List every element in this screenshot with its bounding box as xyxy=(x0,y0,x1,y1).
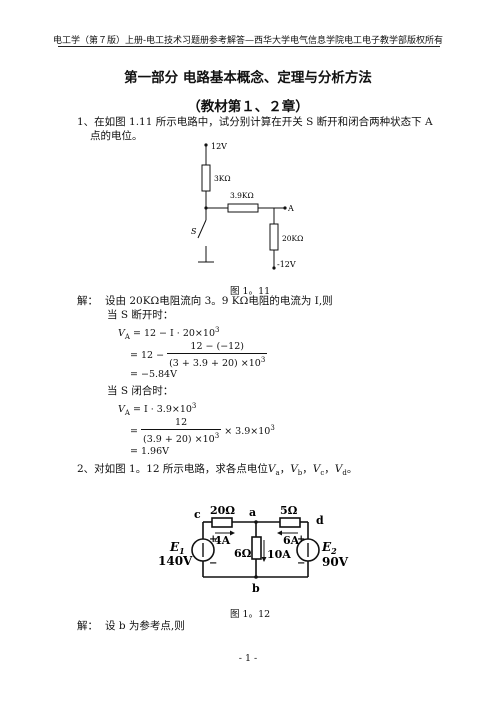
fig2-e1-label: E1 xyxy=(169,540,185,556)
fig2-e1-plus: + xyxy=(209,534,217,545)
solution1-open-case: 当 S 断开时： xyxy=(107,309,174,321)
solution1-closed-case: 当 S 闭合时： xyxy=(107,385,174,397)
fig2-label-6a: 6A xyxy=(283,534,300,547)
page-header: 电工学（第７版）上册-电工技术习题册参考解答—西华大学电气信息学院电工电子教学部… xyxy=(52,36,444,46)
solution2-label: 解： xyxy=(77,620,98,632)
eq2-line-b: = 12(3.9 + 20) ×103 × 3.9×103 xyxy=(130,417,275,446)
fig1-label-20k: 20KΩ xyxy=(282,234,303,243)
fig2-e2-value: 90V xyxy=(322,555,349,569)
fig2-node-c: c xyxy=(194,508,201,521)
fig2-label-10a: 10A xyxy=(267,548,291,561)
fig2-label-5ohm: 5Ω xyxy=(280,504,298,517)
eq1-line-a: VA = 12 − I · 20×103 xyxy=(118,326,220,342)
fig1-label-3k: 3KΩ xyxy=(214,174,231,183)
fig2-e2-minus: − xyxy=(297,558,305,569)
eq1-line-b: = 12 − 12 − (−12)(3 + 3.9 + 20) ×103 xyxy=(130,341,268,370)
problem1-text-line2: 点的电位。 xyxy=(90,130,143,142)
fig2-node-d: d xyxy=(316,514,324,527)
fig2-e2-plus: + xyxy=(297,534,305,545)
fig1-label-node-a: A xyxy=(287,204,294,213)
solution1-label: 解： xyxy=(77,295,98,307)
fig2-node-b: b xyxy=(252,582,260,595)
fig2-node-a: a xyxy=(249,506,256,519)
page-number: - 1 - xyxy=(238,653,258,664)
fig1-label-3-9k: 3.9KΩ xyxy=(230,191,254,200)
section-title: 第一部分 电路基本概念、定理与分析方法 xyxy=(124,70,372,86)
fig2-label-20ohm: 20Ω xyxy=(210,504,235,517)
fig1-label-switch: S xyxy=(191,227,197,236)
section-subtitle: （教材第１、２章） xyxy=(187,99,309,115)
eq2-line-a: VA = I · 3.9×103 xyxy=(118,402,197,418)
header-divider xyxy=(58,46,440,47)
fig2-label-4a: 4A xyxy=(214,534,231,547)
fig1-label-neg12v: -12V xyxy=(277,260,296,269)
fig2-e1-minus: − xyxy=(209,558,217,569)
solution1-intro: 设由 20KΩ电阻流向 3。9 KΩ电阻的电流为 I,则 xyxy=(105,295,333,307)
problem1-text-line1: 1、在如图 1.11 所示电路中，试分别计算在开关 S 断开和闭合两种状态下 A xyxy=(77,116,433,128)
fig2-e1-value: 140V xyxy=(158,554,193,568)
solution2-text: 设 b 为参考点,则 xyxy=(105,620,185,632)
figure-caption-1-12: 图 1。12 xyxy=(230,609,271,620)
problem2-text: 2、对如图 1。12 所示电路，求各点电位Va，Vb，Vc，Vd。 xyxy=(77,463,358,478)
fig2-e2-label: E2 xyxy=(321,540,337,556)
circuit-figure-1-11: 12V 3KΩ 3.9KΩ A S 20KΩ -12V xyxy=(191,142,303,270)
fig2-label-6ohm: 6Ω xyxy=(234,547,252,560)
figure-caption-1-11: 图 1。11 xyxy=(230,286,271,297)
circuit-figure-1-12: c a d b 20Ω 5Ω 6Ω 4A 6A 10A + − + − E1 1… xyxy=(158,504,349,595)
fig1-label-12v: 12V xyxy=(211,142,227,151)
eq1-line-c: = −5.84V xyxy=(130,369,177,380)
eq2-line-c: = 1.96V xyxy=(130,446,169,457)
